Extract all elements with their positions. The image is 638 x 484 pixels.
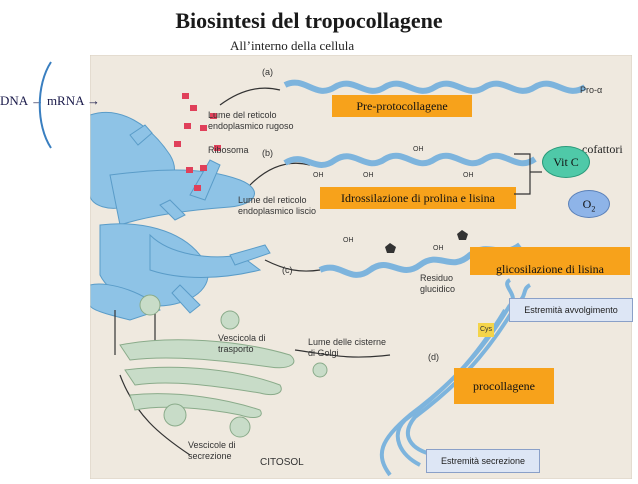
page-subtitle: All’interno della cellula bbox=[230, 38, 354, 54]
helix-idrossilazione bbox=[285, 156, 535, 165]
cys-badge: Cys bbox=[478, 323, 494, 337]
vescicole-secrezione-label: Vescicole di secrezione bbox=[188, 440, 258, 462]
dna-bracket bbox=[36, 60, 56, 150]
page-title: Biosintesi del tropocollagene bbox=[0, 8, 638, 34]
oh-label: OH bbox=[433, 243, 444, 254]
vesicles bbox=[140, 295, 327, 437]
oh-label: OH bbox=[413, 144, 424, 155]
estremita-secrezione-box: Estremità secrezione bbox=[426, 449, 540, 473]
step-b-label: (b) bbox=[262, 148, 273, 159]
glucidic-residue bbox=[385, 243, 396, 253]
oh-label: OH bbox=[363, 170, 374, 181]
lume-rugoso-label: Lume del reticolo endoplasmico rugoso bbox=[208, 110, 308, 132]
o2-circle: O2 bbox=[568, 190, 610, 218]
vit-c-circle: Vit C bbox=[542, 146, 590, 178]
cofattori-label: cofattori bbox=[582, 142, 623, 157]
procollagene-box: procollagene bbox=[454, 368, 554, 404]
step-c-label: (c) bbox=[282, 265, 293, 276]
pre-protocollagene-box: Pre-protocollagene bbox=[332, 95, 472, 117]
oh-label: OH bbox=[313, 170, 324, 181]
oh-label: OH bbox=[343, 235, 354, 246]
glucidic-residue bbox=[457, 230, 468, 240]
estremita-avvolgimento-box: Estremità avvolgimento bbox=[509, 298, 633, 322]
ribosoma-label: Ribosoma bbox=[208, 145, 249, 156]
citosol-label: CITOSOL bbox=[260, 457, 304, 468]
lume-golgi-label: Lume delle cisterne di Golgi bbox=[308, 337, 388, 359]
oh-label: OH bbox=[463, 170, 474, 181]
vescicola-trasporto-label: Vescicola di trasporto bbox=[218, 333, 298, 355]
cofactor-bracket bbox=[512, 150, 542, 200]
pro-alpha-label: Pro-α bbox=[580, 85, 602, 96]
step-d-label: (d) bbox=[428, 352, 439, 363]
residuo-glucidico-label: Residuo glucidico bbox=[420, 273, 480, 295]
glicosilazione-box: glicosilazione di lisina bbox=[470, 247, 630, 275]
step-a-label: (a) bbox=[262, 67, 273, 78]
idrossilazione-box: Idrossilazione di prolina e lisina bbox=[320, 187, 516, 209]
o2-subscript: 2 bbox=[591, 204, 595, 213]
helix-pre-protocollagene bbox=[285, 83, 585, 91]
